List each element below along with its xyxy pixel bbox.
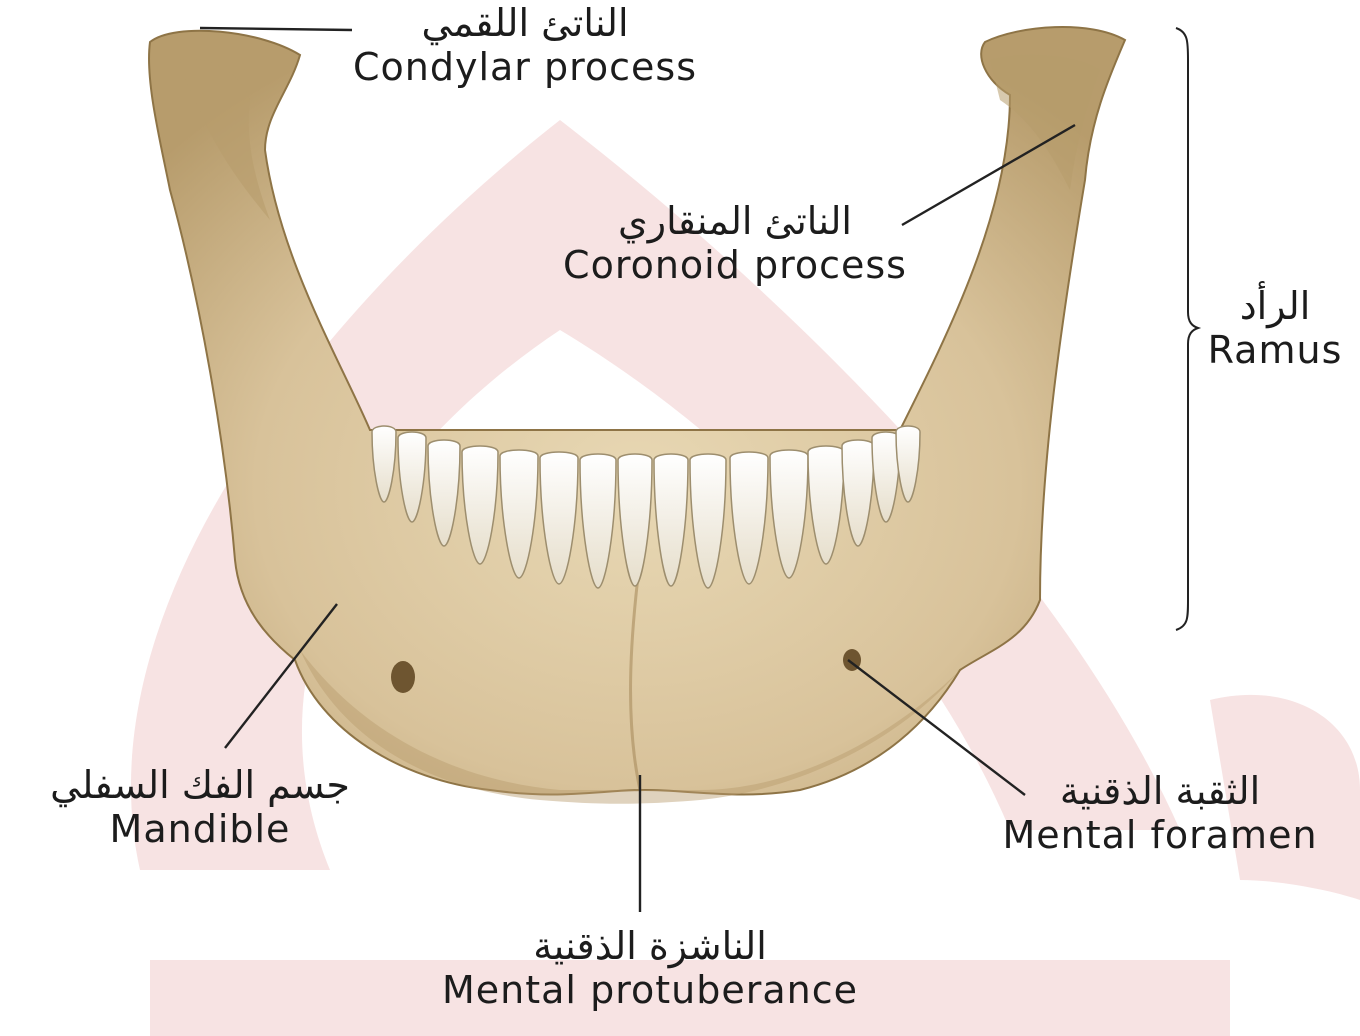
label-mental-protuberance: الناشزة الذقنية Mental protuberance [380, 925, 920, 1012]
label-mandible: جسم الفك السفلي Mandible [0, 764, 400, 851]
label-condylar-english: Condylar process [310, 46, 740, 90]
label-coronoid-process: الناتئ المنقاري Coronoid process [530, 200, 940, 287]
label-mental-protuberance-english: Mental protuberance [380, 969, 920, 1013]
label-mental-foramen-arabic: الثقبة الذقنية [975, 770, 1345, 814]
label-ramus-english: Ramus [1196, 329, 1354, 373]
label-mental-protuberance-arabic: الناشزة الذقنية [380, 925, 920, 969]
label-ramus-arabic: الرأد [1196, 285, 1354, 329]
label-ramus: الرأد Ramus [1196, 285, 1354, 372]
ramus-brace [1176, 28, 1198, 630]
label-mandible-english: Mandible [0, 808, 400, 852]
label-mental-foramen-english: Mental foramen [975, 814, 1345, 858]
label-coronoid-english: Coronoid process [530, 244, 940, 288]
label-condylar-process: الناتئ اللقمي Condylar process [310, 2, 740, 89]
label-mental-foramen: الثقبة الذقنية Mental foramen [975, 770, 1345, 857]
label-condylar-arabic: الناتئ اللقمي [310, 2, 740, 46]
label-mandible-arabic: جسم الفك السفلي [0, 764, 400, 808]
label-coronoid-arabic: الناتئ المنقاري [530, 200, 940, 244]
